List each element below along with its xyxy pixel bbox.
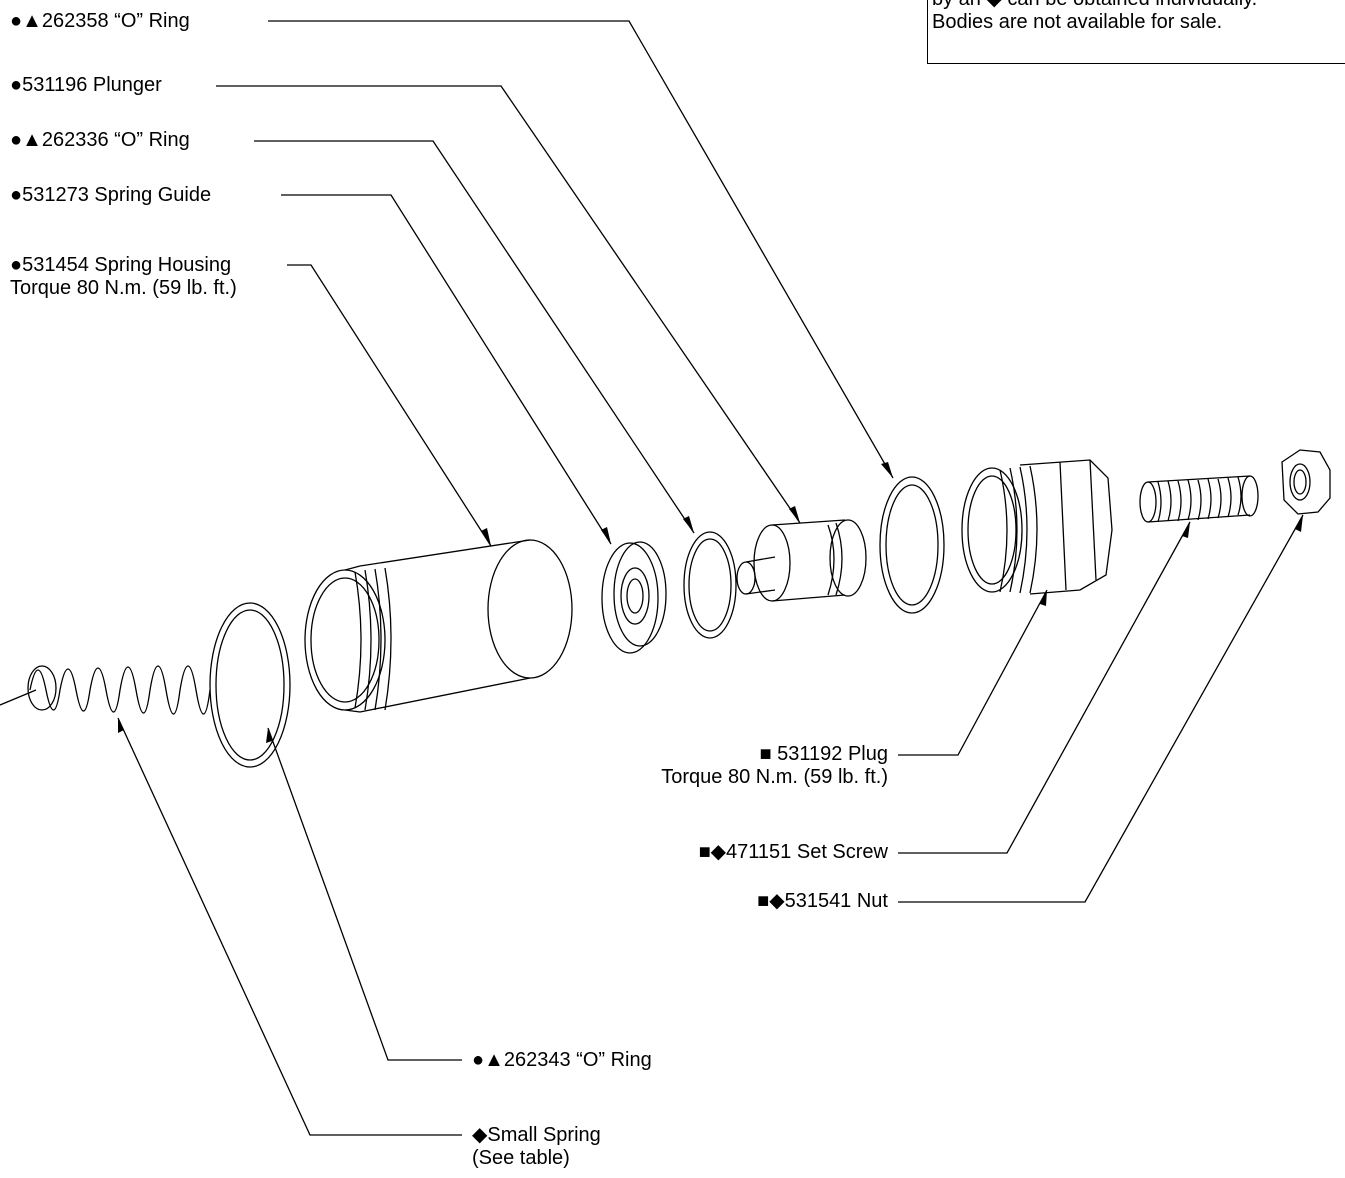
leader-oring-262336: [254, 140, 695, 534]
leader-plug: [898, 589, 1048, 756]
leader-small-spring: [117, 717, 462, 1136]
note-line-2: Bodies are not available for sale.: [932, 11, 1223, 33]
leader-spring-housing: [287, 264, 492, 547]
leader-plunger: [216, 85, 801, 524]
label-spring-housing-531454: ●531454 Spring Housing: [10, 254, 232, 276]
leader-spring-guide: [281, 194, 612, 545]
plunger-part: [736, 519, 867, 602]
nut-part: [1281, 449, 1331, 515]
oring-262336-part: [683, 531, 737, 639]
small-spring-part: [0, 665, 211, 715]
label-small-spring-note: (See table): [472, 1147, 570, 1169]
label-oring-262358: ●▲262358 “O” Ring: [10, 10, 190, 32]
set-screw-part: [1139, 475, 1259, 523]
label-spring-guide-531273: ●531273 Spring Guide: [10, 184, 212, 206]
spring-guide-part: [601, 541, 667, 654]
note-line-1: by an ◆ can be obtained individually.: [928, 0, 1345, 11]
label-plug-torque: Torque 80 N.m. (59 lb. ft.): [661, 766, 888, 788]
label-spring-housing-torque: Torque 80 N.m. (59 lb. ft.): [10, 277, 237, 299]
spring-housing-part: [304, 539, 573, 713]
oring-262343-part: [209, 602, 291, 768]
label-oring-262336: ●▲262336 “O” Ring: [10, 129, 190, 151]
label-plug-531192: ■ 531192 Plug: [759, 743, 888, 765]
leader-oring-262358: [268, 20, 894, 479]
oring-262358-part: [879, 476, 945, 614]
leader-arrowheads: [118, 462, 1303, 743]
label-nut-531541: ■◆531541 Nut: [757, 890, 888, 912]
leader-nut: [898, 514, 1304, 903]
label-set-screw-471151: ■◆471151 Set Screw: [698, 841, 888, 863]
label-oring-262343: ●▲262343 “O” Ring: [472, 1049, 652, 1071]
leader-set-screw: [898, 521, 1191, 854]
note-box: by an ◆ can be obtained individually. Bo…: [927, 0, 1345, 64]
label-small-spring: ◆Small Spring: [472, 1124, 601, 1146]
label-plunger-531196: ●531196 Plunger: [10, 74, 162, 96]
plug-part: [961, 459, 1113, 595]
leader-oring-262343: [267, 727, 462, 1061]
